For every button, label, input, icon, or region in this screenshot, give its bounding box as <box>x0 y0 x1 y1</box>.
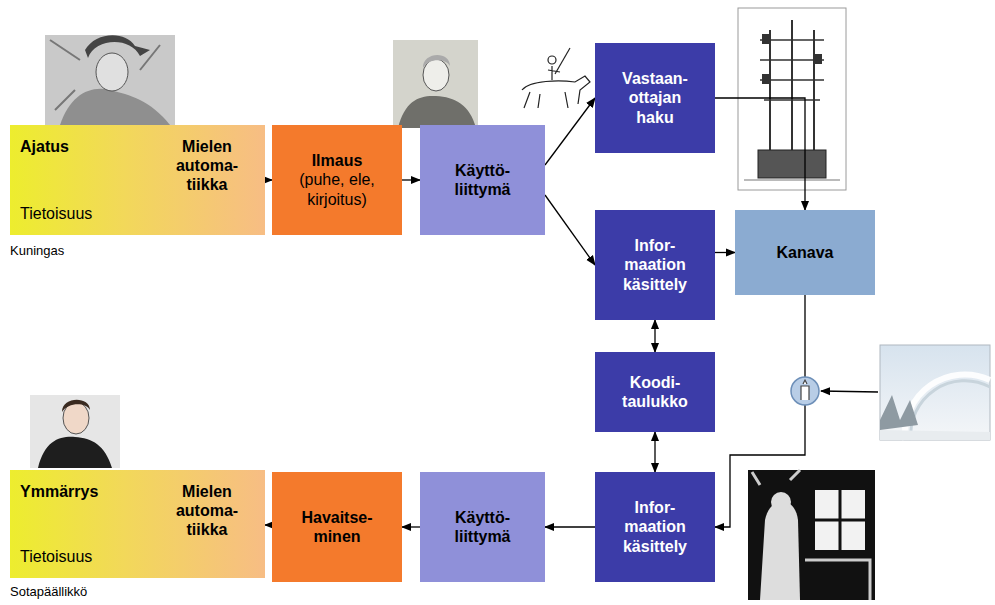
flow-arrow <box>265 524 272 525</box>
lens-circle <box>791 377 819 405</box>
person-label: Sotapäällikkö <box>10 584 87 599</box>
box-title: Kanava <box>777 243 834 262</box>
person-label: Kuningas <box>10 243 64 258</box>
flow-arrow <box>545 526 595 527</box>
window-bars <box>815 490 865 550</box>
portrait-hair <box>62 400 90 412</box>
mind-box: YmmärrysMielen automa- tiikkaTietoisuus <box>10 470 265 578</box>
snow-ground <box>880 430 990 440</box>
telegraph-tower <box>738 8 846 190</box>
signal-arrow <box>821 391 878 392</box>
portrait-body <box>398 96 476 128</box>
shutter <box>762 74 770 84</box>
box-title: Käyttö- liittymä <box>436 508 529 546</box>
flow-arrow <box>265 179 272 180</box>
box-title: Infor- maation käsittely <box>611 498 699 556</box>
flow-arrow <box>715 252 735 253</box>
process-box: Havaitse- minen <box>272 472 402 582</box>
tower-base <box>758 150 826 178</box>
ground-line <box>744 180 840 181</box>
channel-box: Kanava <box>735 210 875 295</box>
portrait-ground <box>393 40 478 128</box>
box-title: Koodi- taulukko <box>611 373 699 411</box>
horseman-icon <box>522 48 590 108</box>
portrait-coat <box>38 437 112 468</box>
flow-arrow <box>402 526 420 527</box>
process-box: Koodi- taulukko <box>595 352 715 432</box>
portrait-hair <box>423 55 450 68</box>
process-box: Infor- maation käsittely <box>595 210 715 320</box>
rainbow-arc <box>905 374 990 440</box>
mind-box: AjatusMielen automa- tiikkaTietoisuus <box>10 125 265 235</box>
figure <box>760 501 800 600</box>
king-portrait <box>45 35 175 125</box>
interface-box: Käyttö- liittymä <box>420 472 545 582</box>
flow-arrow <box>715 98 805 210</box>
figure-head <box>771 492 791 512</box>
tower-arms <box>760 40 824 100</box>
box-title: Havaitse- minen <box>288 508 386 546</box>
trees <box>880 395 918 430</box>
process-box: Vastaan- ottajan haku <box>595 43 715 153</box>
process-box: Infor- maation käsittely <box>595 472 715 582</box>
process-box: Ilmaus(puhe, ele, kirjoitus) <box>272 125 402 235</box>
shutter <box>814 54 822 64</box>
flow-arrow <box>715 295 805 527</box>
rider-lance <box>555 48 570 74</box>
box-title: Vastaan- ottajan haku <box>611 69 699 127</box>
box-text: Mielen automa- tiikka <box>159 482 255 540</box>
portrait-face <box>96 53 128 91</box>
portrait-hatching <box>50 40 160 110</box>
flow-arrow <box>654 432 655 472</box>
interface-box: Käyttö- liittymä <box>420 125 545 235</box>
portrait-hat <box>85 35 150 58</box>
picture-frame <box>738 8 846 190</box>
shutter <box>762 34 770 44</box>
box-text: Tietoisuus <box>20 204 159 223</box>
portrait-ground <box>30 395 120 468</box>
photo-ground <box>748 470 875 600</box>
box-title: Ilmaus <box>312 151 363 170</box>
box-title: Infor- maation käsittely <box>611 236 699 294</box>
box-title: Ajatus <box>20 137 159 156</box>
box-title: Käyttö- liittymä <box>436 161 529 199</box>
flow-arrow <box>545 98 595 165</box>
commander-portrait <box>30 395 120 468</box>
receiver-photo <box>748 470 875 600</box>
portrait-body <box>60 89 170 125</box>
photo-sky <box>880 345 990 440</box>
horse-outline <box>522 76 590 108</box>
portrait-ground <box>45 35 175 125</box>
noble-portrait <box>393 40 478 128</box>
photo-detail <box>752 470 870 600</box>
box-title: Ymmärrys <box>20 482 159 501</box>
box-text: Tietoisuus <box>20 547 159 566</box>
receiver-lens-icon <box>791 377 819 405</box>
window <box>815 490 865 550</box>
portrait-face <box>423 59 449 91</box>
box-text: (puhe, ele, kirjoitus) <box>288 170 386 208</box>
rainbow-photo <box>880 345 990 440</box>
flow-arrow <box>402 179 420 180</box>
flow-arrow <box>654 320 655 352</box>
flow-arrow <box>545 195 595 265</box>
box-text: Mielen automa- tiikka <box>159 137 255 195</box>
lens-figure <box>801 380 809 400</box>
